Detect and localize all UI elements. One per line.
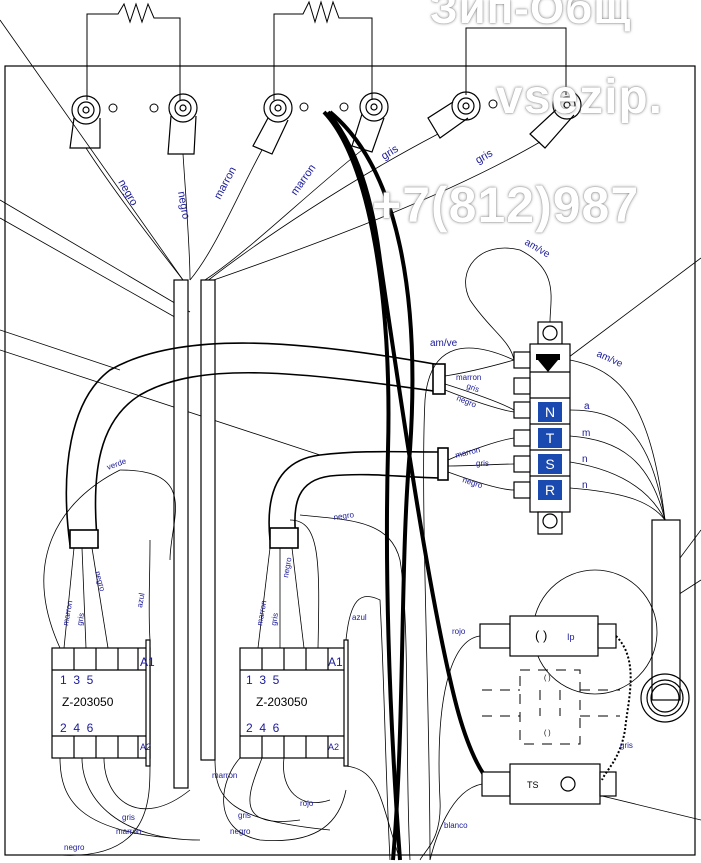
- ring-terminal-6: [529, 90, 582, 149]
- wire-label-gris-ts: gris: [620, 741, 633, 750]
- wire-label-gris-t2: gris: [476, 459, 489, 468]
- dotted-wire: [601, 635, 632, 781]
- terminal-side-letters: a m n n: [582, 401, 590, 491]
- wire-label-marron-t1: marron: [456, 373, 481, 382]
- side-letter-m: m: [582, 428, 590, 439]
- ts-label: TS: [527, 780, 539, 790]
- watermark-line-2: vsezip.: [496, 71, 664, 124]
- heater-element-right: [273, 0, 373, 100]
- ring-terminal-3: [252, 93, 293, 155]
- wire-label-azul-2: azul: [352, 613, 367, 622]
- wire-label-amve-right: am/ve: [595, 349, 625, 370]
- thick-cable: [322, 110, 492, 861]
- wire-label-gris-2: gris: [474, 147, 496, 167]
- wire-label-negro-bottom-1: negro: [64, 843, 85, 852]
- wire-label-negro-mid: negro: [333, 510, 355, 522]
- contactor-left-a1: A1: [140, 655, 155, 669]
- heater-element-left: [86, 2, 181, 100]
- wire-label-negro-1: negro: [115, 178, 139, 208]
- wire-label-gris-right: gris: [269, 612, 280, 626]
- wire-label-marron-bottom-1: marron: [116, 827, 141, 836]
- terminal-r-label: R: [545, 482, 555, 498]
- screw-hole: [108, 103, 118, 113]
- contactor-right-a1: A1: [328, 655, 343, 669]
- ghost-symbol-2: ( ): [544, 730, 551, 737]
- terminal-n-label: N: [545, 404, 555, 420]
- ring-terminal-5: [427, 91, 481, 139]
- side-letter-n2: n: [582, 480, 588, 491]
- wire-label-gris-left: gris: [75, 612, 86, 626]
- wire-label-marron-right: marron: [255, 600, 268, 627]
- side-letter-n1: n: [582, 454, 588, 465]
- ts-component: [481, 763, 617, 805]
- terminal-block-letters: N T S R: [538, 402, 562, 500]
- wire-label-amve-left: am/ve: [430, 338, 458, 349]
- wire-label-marron-t2: marron: [454, 445, 481, 460]
- contactor-right-a2: A2: [328, 742, 339, 752]
- terminal-t-label: T: [546, 430, 555, 446]
- contactor-right-bottom-terms: 2 4 6: [246, 721, 280, 735]
- contactor-left-model: Z-203050: [62, 695, 114, 709]
- ring-terminal-1: [69, 95, 101, 149]
- contactor-left-top-terms: 1 3 5: [60, 673, 94, 687]
- panel-frame: [4, 65, 696, 856]
- contactor-right: [239, 639, 349, 767]
- screw-hole: [339, 102, 349, 112]
- screw-hole: [299, 102, 309, 112]
- contactor-left: [51, 639, 151, 767]
- wire-label-rojo-2: rojo: [300, 799, 314, 808]
- wire-label-blanco: blanco: [444, 821, 468, 830]
- wire-label-gris-t1: gris: [465, 381, 480, 394]
- contactor-left-a2: A2: [140, 742, 151, 752]
- wire-label-gris-bottom-2: gris: [238, 811, 251, 820]
- wire-label-amve-top: am/ve: [523, 237, 552, 260]
- wire-label-negro-t1: negro: [455, 394, 478, 410]
- wire-label-marron-bottom-mid: marron: [212, 771, 237, 780]
- lamp-component: [479, 615, 617, 657]
- lamp-symbol: ( ): [535, 628, 547, 643]
- ghost-symbol-1: ( ): [544, 675, 551, 682]
- wire-label-marron-left: marron: [61, 600, 74, 627]
- wire-label-gris-bottom-1: gris: [122, 813, 135, 822]
- watermark-line-3: +7(812)987: [372, 177, 640, 233]
- wire-label-negro-left: negro: [93, 570, 107, 593]
- wire-label-negro-bottom-2: negro: [230, 827, 251, 836]
- contactor-wires: [43, 469, 483, 861]
- wire-label-negro-right: negro: [281, 556, 294, 578]
- contactor-right-model: Z-203050: [256, 695, 308, 709]
- lamp-label: Ip: [567, 632, 575, 642]
- wire-label-rojo-1: rojo: [452, 627, 466, 636]
- contactor-left-bottom-terms: 2 4 6: [60, 721, 94, 735]
- wire-label-marron-2: marron: [289, 162, 319, 197]
- ghost-component: [482, 669, 620, 745]
- bus-bars: [173, 279, 216, 789]
- sleeve-left: [65, 342, 446, 549]
- side-letter-a: a: [584, 401, 590, 412]
- wire-labels: negro negro marron marron gris gris am/v…: [61, 143, 633, 852]
- wire-label-verde: verde: [106, 456, 128, 471]
- thin-wires: [0, 19, 701, 821]
- wire-label-negro-2: negro: [175, 190, 192, 220]
- terminal-s-label: S: [545, 456, 554, 472]
- ground-icon: [536, 354, 560, 372]
- sleeve-right: [268, 447, 449, 549]
- tube-heater: [532, 519, 690, 723]
- terminal-wires: [423, 247, 666, 861]
- watermark-line-1: Зип-Общ: [430, 0, 632, 33]
- contactor-right-top-terms: 1 3 5: [246, 673, 280, 687]
- heater-element-far-right: [465, 27, 567, 95]
- wire-label-azul-1: azul: [135, 592, 146, 608]
- screw-hole: [488, 99, 498, 109]
- ring-terminal-2: [167, 93, 198, 155]
- wire-label-negro-t2: negro: [461, 475, 484, 490]
- wire-label-marron-1: marron: [212, 165, 239, 201]
- screw-hole: [149, 103, 159, 113]
- wire-label-gris-1: gris: [379, 143, 401, 163]
